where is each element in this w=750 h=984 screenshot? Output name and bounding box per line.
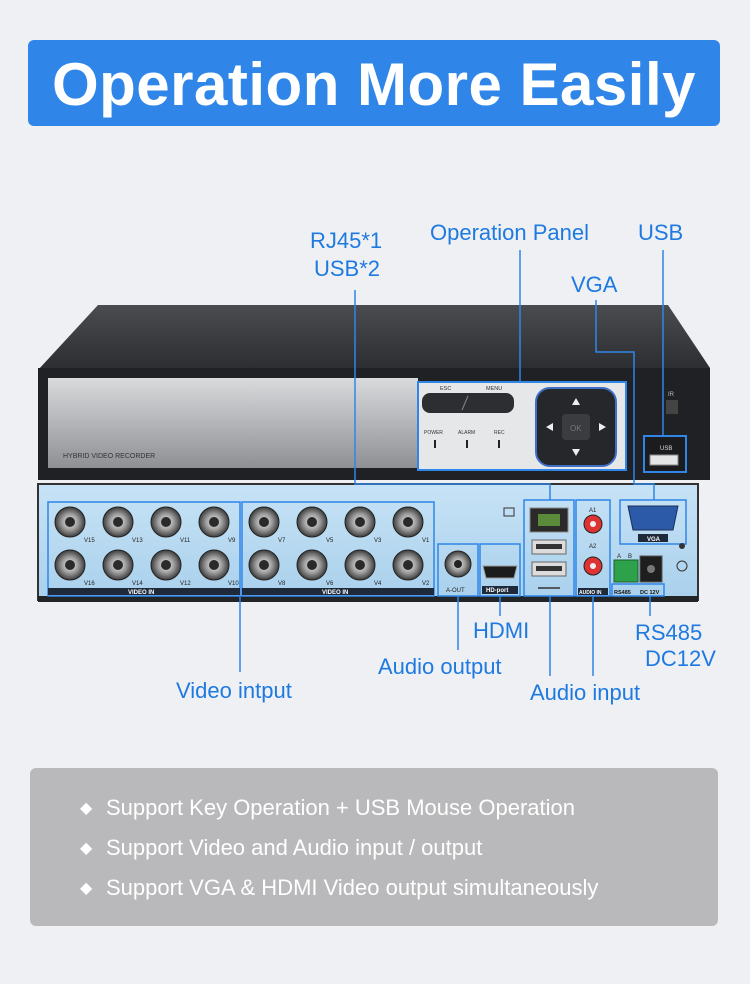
bnc-pin — [161, 517, 171, 527]
rj45-usb-box — [523, 499, 575, 597]
bnc-pin — [307, 560, 317, 570]
bnc-group-left — [47, 501, 241, 597]
vga-box — [619, 499, 687, 545]
bnc-label-v15: V15 — [84, 538, 95, 544]
callout-hdmi: HDMI — [473, 618, 530, 643]
led-rec-label: REC — [494, 430, 505, 436]
rs485-pin-a: A — [617, 554, 621, 560]
leader-lines — [239, 250, 664, 676]
bnc-label-v7: V7 — [278, 538, 286, 544]
rs485-terminal[interactable] — [613, 559, 639, 583]
callout-vga: VGA — [571, 272, 618, 297]
menu-label: MENU — [486, 386, 502, 392]
feature-item: ◆Support VGA & HDMI Video output simulta… — [80, 868, 718, 908]
bnc-pin — [65, 560, 75, 570]
bnc-pin — [355, 517, 365, 527]
bnc-pin — [65, 517, 75, 527]
led-alarm-label: ALARM — [458, 430, 475, 436]
left-arrow-icon[interactable] — [546, 423, 553, 431]
front-brand: HYBRID VIDEO RECORDER — [63, 453, 155, 460]
case-top — [38, 305, 710, 370]
bnc-label-v10: V10 — [228, 581, 239, 587]
bnc-group-right — [241, 501, 435, 597]
faceplate — [48, 378, 418, 468]
video-in-right-label: VIDEO IN — [322, 590, 348, 596]
front-usb-label: USB — [660, 446, 672, 452]
bnc-pin — [161, 560, 171, 570]
up-arrow-icon[interactable] — [572, 398, 580, 405]
ir-label: IR — [668, 392, 675, 398]
audio-in-label: AUDIO IN — [579, 590, 602, 596]
callout-operation-panel: Operation Panel — [430, 220, 589, 245]
bnc-label-v11: V11 — [180, 538, 191, 544]
bnc-label-v16: V16 — [84, 581, 95, 587]
callout-rs485: RS485 — [635, 620, 703, 645]
ok-label: OK — [570, 424, 582, 433]
ok-button[interactable] — [562, 414, 590, 440]
bnc-pin — [307, 517, 317, 527]
rs485-label: RS485 — [614, 590, 631, 596]
audio-a1-label: A1 — [589, 508, 597, 514]
bnc-label-v9: V9 — [228, 538, 236, 544]
features-box: ◆Support Key Operation + USB Mouse Opera… — [30, 768, 718, 926]
esc-label: ESC — [440, 386, 451, 392]
bnc-pin — [259, 517, 269, 527]
diamond-bullet-icon: ◆ — [80, 880, 93, 897]
banner-title: Operation More Easily — [28, 40, 720, 126]
right-arrow-icon[interactable] — [599, 423, 606, 431]
bnc-label-v8: V8 — [278, 581, 286, 587]
bnc-label-v14: V14 — [132, 581, 143, 587]
feature-item: ◆Support Key Operation + USB Mouse Opera… — [80, 788, 718, 828]
bnc-label-v4: V4 — [374, 581, 382, 587]
bnc-label-v2: V2 — [422, 581, 430, 587]
dc-label: DC 12V — [640, 590, 660, 596]
diamond-bullet-icon: ◆ — [80, 800, 93, 817]
bnc-pin — [209, 560, 219, 570]
callout-video-input: Video intput — [176, 678, 292, 703]
led-power-label: POWER — [424, 430, 443, 436]
video-in-left-label: VIDEO IN — [128, 590, 154, 596]
bnc-label-v3: V3 — [374, 538, 382, 544]
bnc-pin — [209, 517, 219, 527]
vga-label: VGA — [647, 537, 661, 543]
callout-audio-input: Audio input — [530, 680, 641, 705]
callout-dc12v: DC12V — [645, 646, 716, 671]
callout-usb2: USB*2 — [314, 256, 381, 281]
bnc-label-v12: V12 — [180, 581, 191, 587]
bnc-pin — [355, 560, 365, 570]
audio-a2-label: A2 — [589, 544, 597, 550]
callout-usb: USB — [638, 220, 684, 245]
diamond-bullet-icon: ◆ — [80, 840, 93, 857]
bnc-pin — [403, 560, 413, 570]
aout-label: A-OUT — [446, 588, 465, 594]
rs485-dc-box — [611, 583, 665, 597]
bnc-pin — [259, 560, 269, 570]
hdmi-port[interactable] — [482, 565, 518, 579]
front-usb-box — [643, 435, 687, 473]
front-usb-port[interactable] — [649, 454, 679, 466]
bnc-pin — [403, 517, 413, 527]
rs485-pin-b: B — [628, 554, 632, 560]
bnc-label-v6: V6 — [326, 581, 334, 587]
callout-rj45: RJ45*1 — [310, 228, 383, 253]
esc-menu-button[interactable] — [422, 393, 514, 413]
bnc-label-v13: V13 — [132, 538, 143, 544]
bnc-pin — [113, 517, 123, 527]
bnc-label-v5: V5 — [326, 538, 334, 544]
feature-item: ◆Support Video and Audio input / output — [80, 828, 718, 868]
vga-port[interactable] — [627, 505, 679, 531]
callout-audio-output: Audio output — [378, 654, 502, 679]
bnc-pin — [113, 560, 123, 570]
hdport-label: HD-port — [486, 588, 508, 594]
bnc-label-v1: V1 — [422, 538, 430, 544]
down-arrow-icon[interactable] — [572, 449, 580, 456]
